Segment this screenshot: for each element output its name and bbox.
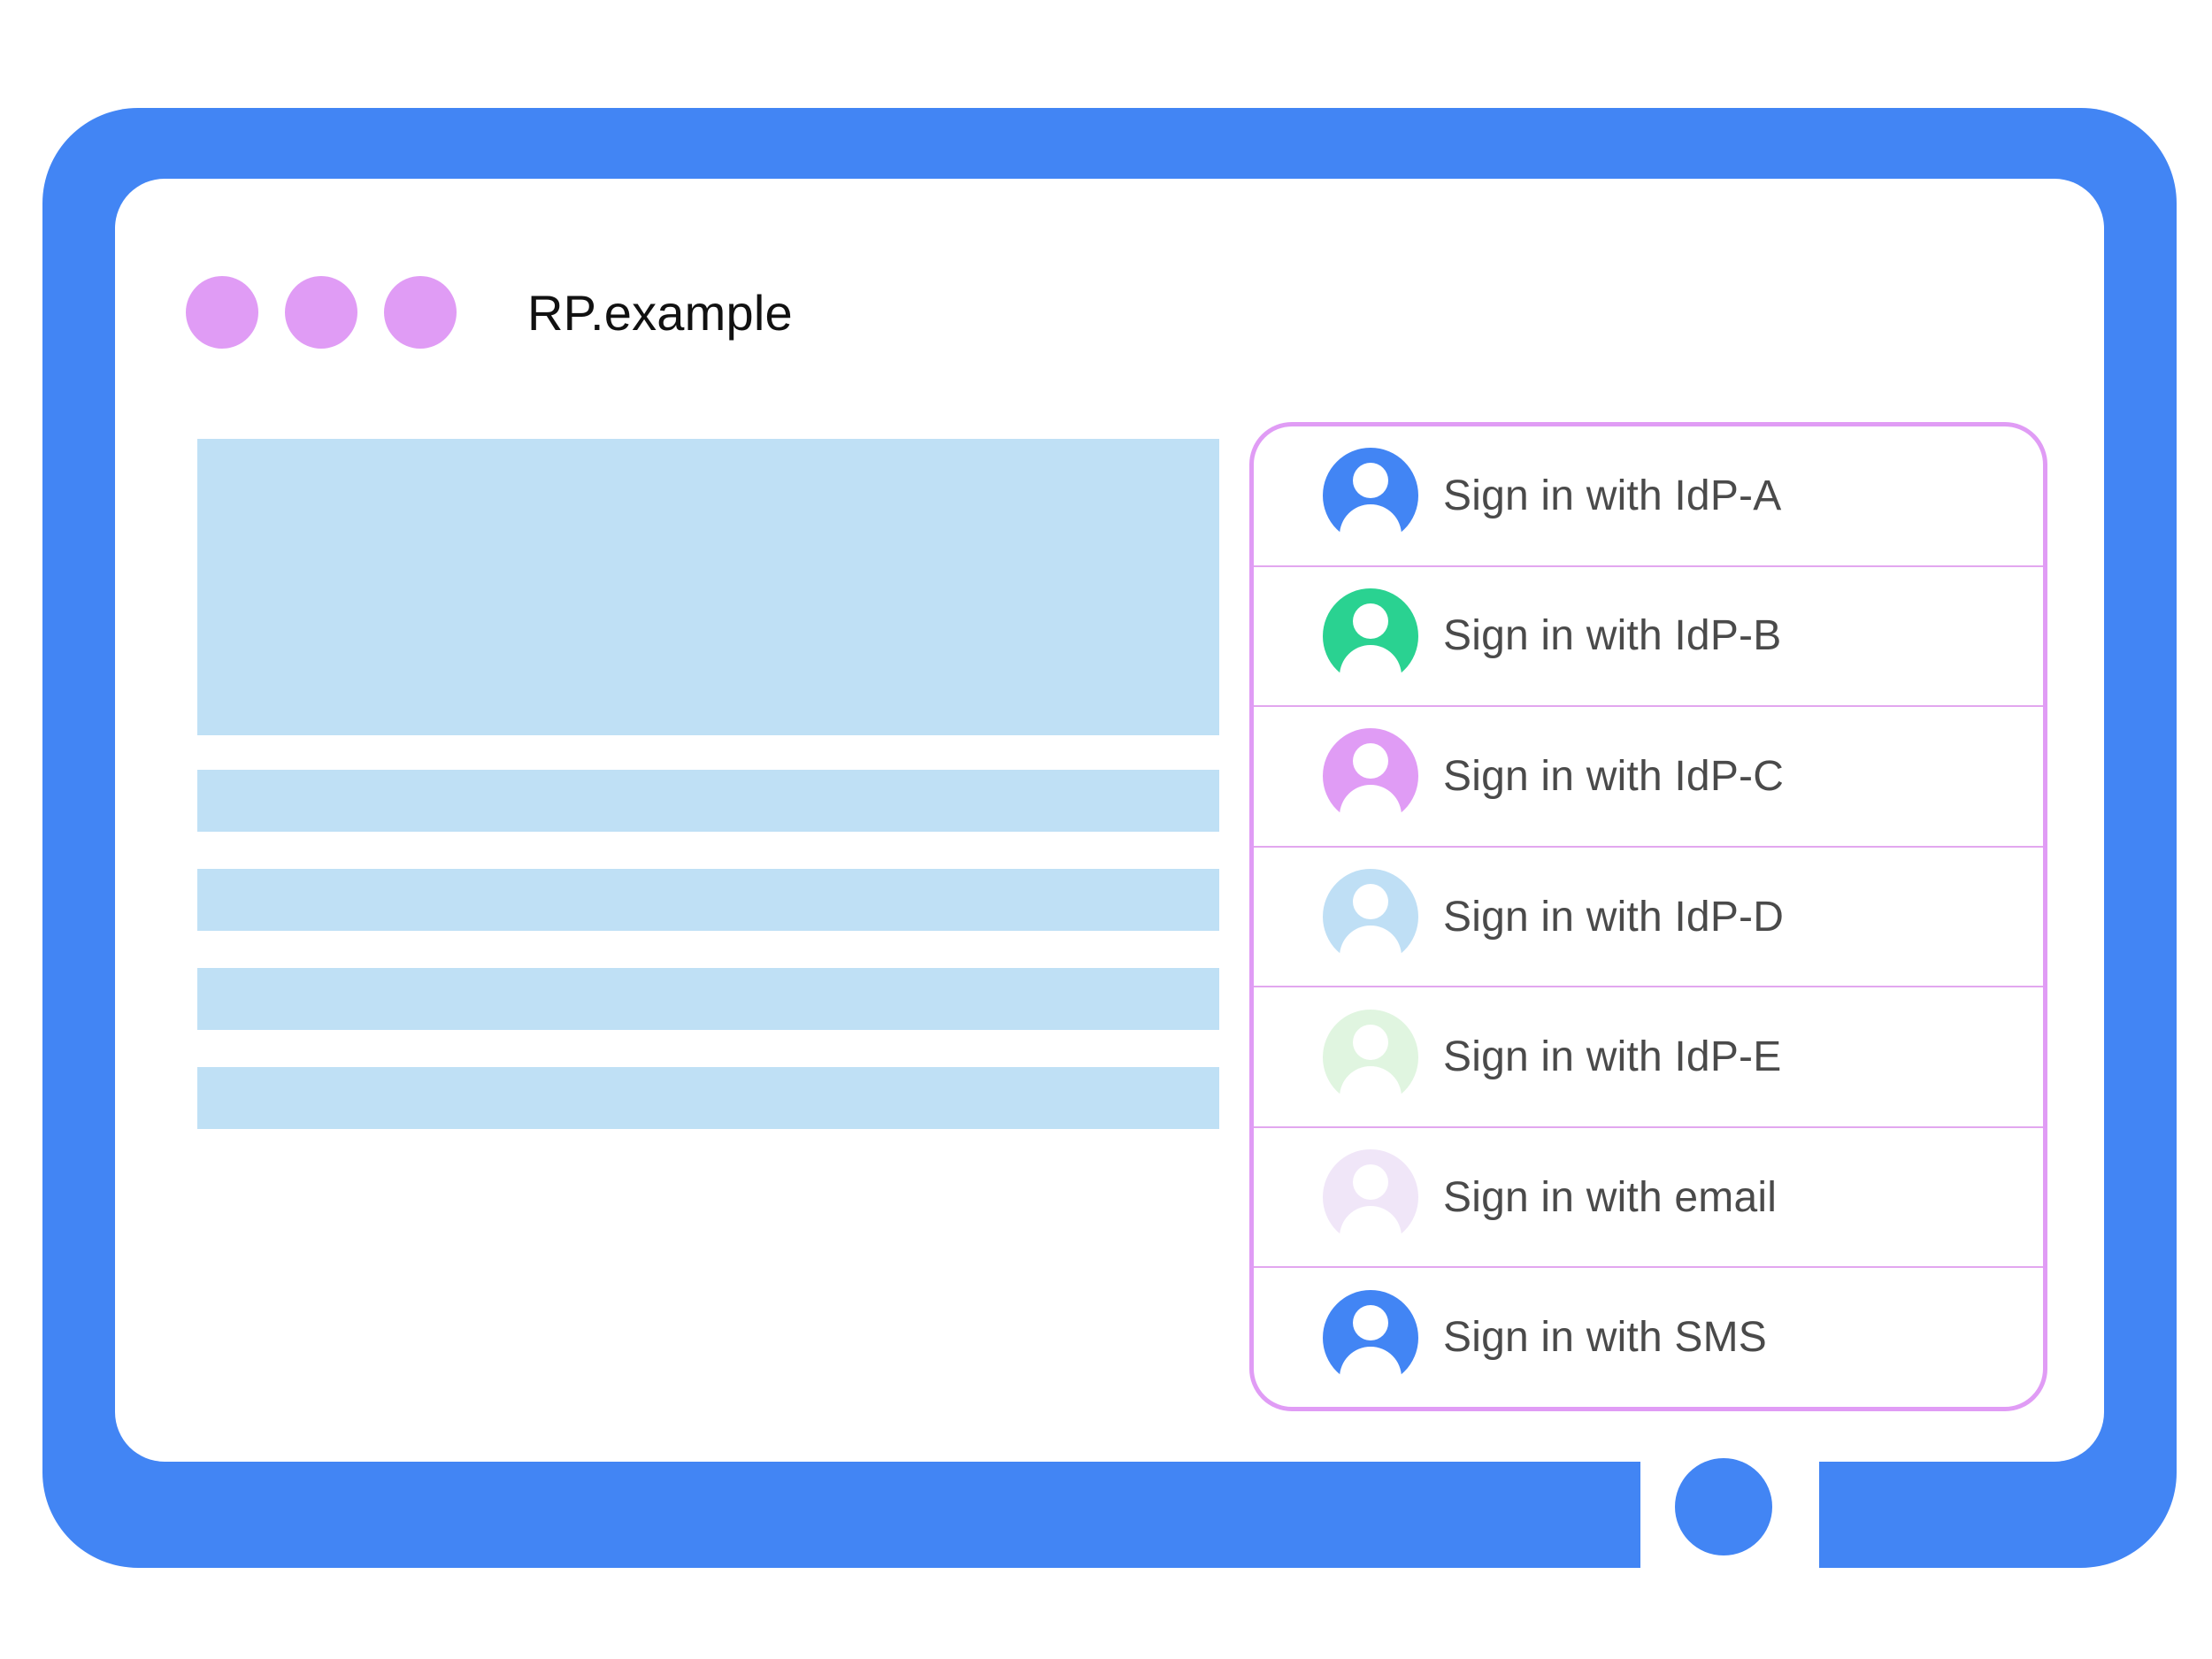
browser-titlebar: RP.example — [186, 270, 793, 355]
avatar-body — [1340, 785, 1402, 825]
account-picker-row-idp-c[interactable]: Sign in with IdP-C — [1254, 707, 2043, 848]
window-dot-1 — [186, 276, 258, 349]
account-picker-label: Sign in with IdP-D — [1443, 893, 1785, 941]
account-picker-card: Sign in with IdP-A Sign in with IdP-B Si… — [1249, 422, 2047, 1411]
avatar-head — [1353, 1304, 1388, 1340]
account-picker-label: Sign in with email — [1443, 1173, 1778, 1221]
text-line-placeholder-4 — [197, 1067, 1219, 1129]
account-picker-row-email[interactable]: Sign in with email — [1254, 1128, 2043, 1269]
avatar-body — [1340, 1346, 1402, 1386]
avatar-head — [1353, 884, 1388, 920]
person-avatar-icon — [1323, 728, 1418, 825]
page-content-placeholders — [197, 439, 1219, 1129]
account-picker-label: Sign in with SMS — [1443, 1314, 1768, 1362]
avatar-body — [1340, 644, 1402, 684]
account-picker-row-idp-d[interactable]: Sign in with IdP-D — [1254, 848, 2043, 988]
text-line-placeholder-2 — [197, 869, 1219, 931]
person-avatar-icon — [1323, 1149, 1418, 1246]
avatar-body — [1340, 504, 1402, 544]
person-avatar-icon — [1323, 448, 1418, 544]
avatar-head — [1353, 1024, 1388, 1060]
home-button[interactable] — [1675, 1458, 1772, 1555]
window-dot-2 — [285, 276, 357, 349]
text-line-placeholder-3 — [197, 968, 1219, 1030]
account-picker-row-sms[interactable]: Sign in with SMS — [1254, 1268, 2043, 1407]
account-picker-row-idp-a[interactable]: Sign in with IdP-A — [1254, 426, 2043, 567]
account-picker-row-idp-b[interactable]: Sign in with IdP-B — [1254, 567, 2043, 708]
person-avatar-icon — [1323, 1009, 1418, 1105]
avatar-body — [1340, 1206, 1402, 1246]
person-avatar-icon — [1323, 869, 1418, 965]
avatar-head — [1353, 1164, 1388, 1201]
text-line-placeholder-1 — [197, 770, 1219, 832]
avatar-body — [1340, 1065, 1402, 1105]
avatar-head — [1353, 743, 1388, 780]
avatar-head — [1353, 463, 1388, 499]
account-picker-label: Sign in with IdP-A — [1443, 472, 1782, 519]
hero-placeholder — [197, 439, 1219, 735]
account-picker-label: Sign in with IdP-E — [1443, 1033, 1782, 1081]
account-picker-list: Sign in with IdP-A Sign in with IdP-B Si… — [1254, 426, 2043, 1407]
page-title: RP.example — [527, 284, 793, 341]
account-picker-row-idp-e[interactable]: Sign in with IdP-E — [1254, 987, 2043, 1128]
account-picker-label: Sign in with IdP-B — [1443, 612, 1782, 660]
avatar-body — [1340, 926, 1402, 965]
person-avatar-icon — [1323, 588, 1418, 684]
window-dot-3 — [384, 276, 457, 349]
account-picker-label: Sign in with IdP-C — [1443, 752, 1785, 800]
avatar-head — [1353, 603, 1388, 639]
person-avatar-icon — [1323, 1289, 1418, 1386]
